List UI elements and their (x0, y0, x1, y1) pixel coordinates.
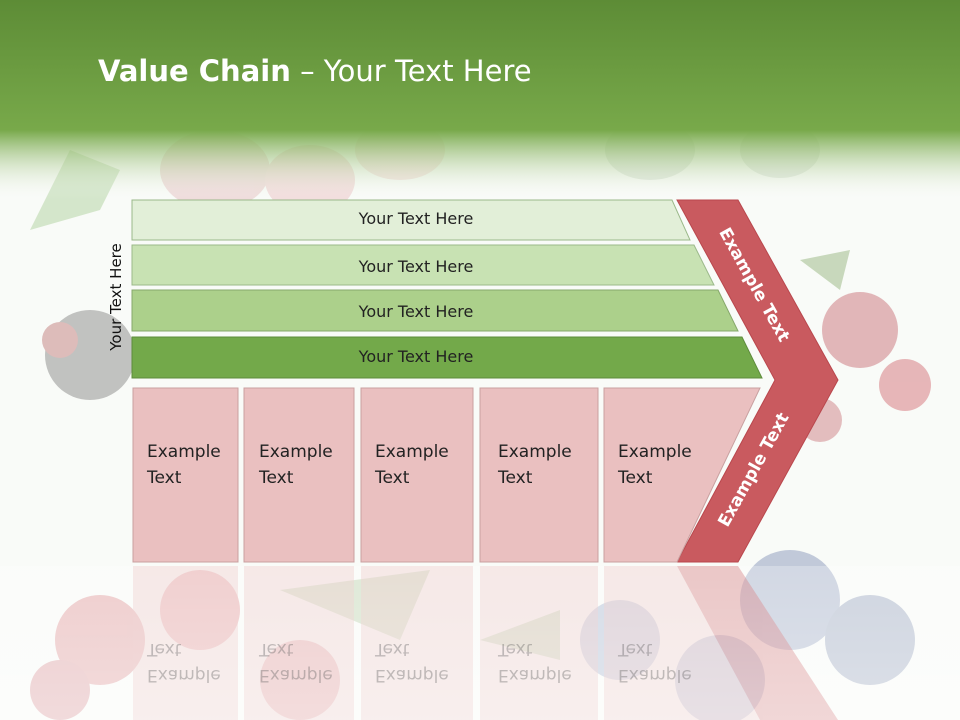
box-4-refl-line1: Example (498, 665, 572, 685)
bar-3-label: Your Text Here (358, 302, 474, 321)
activity-box-2 (243, 387, 355, 563)
side-label: Your Text Here (107, 243, 125, 351)
activity-box-4-reflection: Example Text (498, 636, 572, 688)
page-title: Value Chain – Your Text Here (98, 54, 532, 88)
box-2-line1: Example (259, 442, 333, 462)
activity-box-4 (479, 387, 599, 563)
activity-box-2-reflection: Example Text (259, 636, 333, 688)
box-5-refl-line1: Example (618, 665, 692, 685)
title-bold: Value Chain (98, 54, 291, 88)
bar-4 (131, 336, 763, 379)
activity-box-5-reflection: Example Text (618, 636, 692, 688)
box-4-refl-line2: Text (498, 639, 533, 659)
box-5-line2: Text (618, 468, 653, 488)
activity-box-1-label: Example Text (147, 439, 221, 491)
activity-box-5 (603, 387, 761, 563)
box-5-line1: Example (618, 442, 692, 462)
box-4-line2: Text (498, 468, 533, 488)
box-3-refl-line2: Text (375, 639, 410, 659)
title-rest: – Your Text Here (290, 54, 532, 88)
box-1-line1: Example (147, 442, 221, 462)
box-3-refl-line1: Example (375, 665, 449, 685)
activity-box-3 (360, 387, 474, 563)
box-1-refl-line1: Example (147, 665, 221, 685)
value-chain-chevron (676, 199, 839, 563)
activity-box-5-label: Example Text (618, 439, 692, 491)
activity-box-1-reflection: Example Text (147, 636, 221, 688)
box-3-line1: Example (375, 442, 449, 462)
activity-box-4-label: Example Text (498, 439, 572, 491)
box-5-refl-line2: Text (618, 639, 653, 659)
bar-3 (131, 289, 739, 332)
activity-box-1 (132, 387, 239, 563)
activity-box-3-label: Example Text (375, 439, 449, 491)
box-4-line1: Example (498, 442, 572, 462)
bar-1 (131, 199, 691, 241)
box-2-refl-line2: Text (259, 639, 294, 659)
activity-box-3-reflection: Example Text (375, 636, 449, 688)
bar-4-label: Your Text Here (358, 347, 474, 366)
bar-1-label: Your Text Here (358, 209, 474, 228)
bar-2-label: Your Text Here (358, 257, 474, 276)
box-3-line2: Text (375, 468, 410, 488)
box-1-refl-line2: Text (147, 639, 182, 659)
header-band (0, 0, 960, 200)
box-2-line2: Text (259, 468, 294, 488)
box-2-refl-line1: Example (259, 665, 333, 685)
activity-box-2-label: Example Text (259, 439, 333, 491)
box-1-line2: Text (147, 468, 182, 488)
bar-2 (131, 244, 715, 286)
